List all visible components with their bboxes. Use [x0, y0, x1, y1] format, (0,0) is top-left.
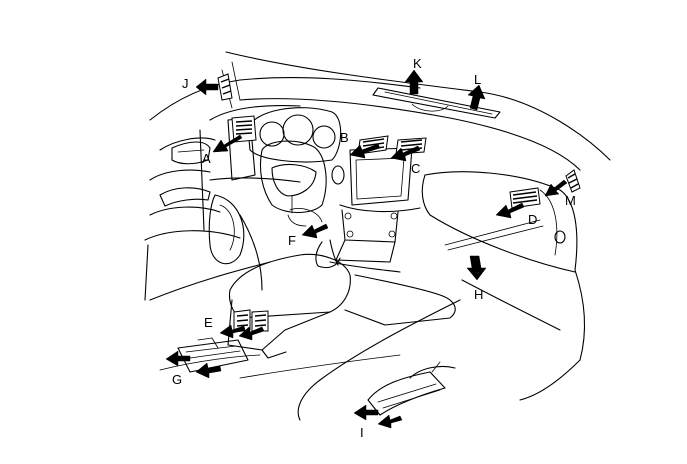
label-i: I [360, 425, 364, 440]
vent-j [217, 73, 233, 101]
label-d: D [528, 212, 537, 227]
label-b: B [340, 130, 349, 145]
center-stack [335, 147, 421, 263]
arrow-h [466, 255, 487, 281]
vent-g-duct [177, 337, 249, 373]
windshield-outline [149, 51, 611, 161]
label-f: F [288, 233, 296, 248]
label-e: E [204, 315, 213, 330]
label-m: M [565, 193, 576, 208]
label-g: G [172, 372, 182, 387]
arrow-a [212, 134, 243, 153]
vent-m [565, 169, 581, 193]
arrow-g [165, 350, 222, 379]
steering-wheel [259, 140, 327, 214]
arrow-e [219, 324, 265, 341]
vent-a [231, 115, 257, 143]
label-j: J [182, 76, 189, 91]
vent-d [509, 187, 541, 209]
arrow-i [353, 404, 403, 429]
label-a: A [202, 151, 211, 166]
arrow-b [349, 143, 381, 159]
label-k: K [413, 56, 422, 71]
arrow-c [390, 145, 421, 162]
instrument-cluster [247, 107, 345, 185]
vent-i-duct [367, 361, 456, 416]
arrow-j [195, 78, 219, 96]
arrow-f [301, 223, 329, 239]
arrow-l [467, 84, 486, 111]
label-h: H [474, 287, 483, 302]
label-c: C [411, 161, 420, 176]
arrow-k [404, 69, 424, 95]
arrow-m [544, 179, 568, 197]
label-l: L [474, 72, 481, 87]
arrow-d [495, 202, 525, 219]
floor [159, 214, 581, 421]
vent-e [233, 309, 269, 333]
dashboard [199, 98, 586, 361]
door-panel [144, 137, 271, 301]
